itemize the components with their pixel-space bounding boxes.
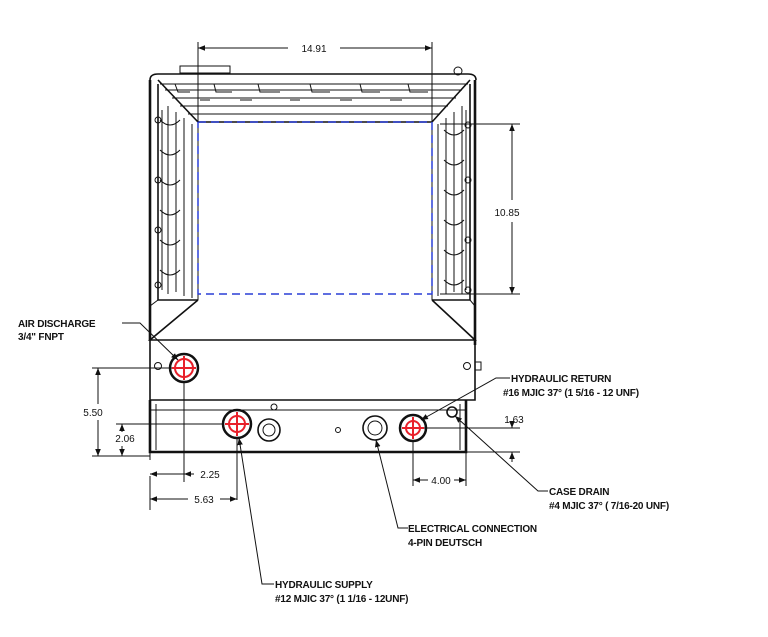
case-drain-port [446, 406, 458, 418]
svg-text:2.25: 2.25 [200, 470, 220, 481]
svg-text:1.63: 1.63 [504, 415, 524, 426]
hydraulic-return-port [398, 413, 428, 443]
dimension-supply-height: 2.06 [115, 423, 223, 456]
dimension-air-height: 5.50 [83, 367, 172, 457]
dimension-height: 10.85 [440, 123, 520, 295]
svg-text:10.85: 10.85 [494, 208, 519, 219]
svg-text:5.63: 5.63 [194, 495, 214, 506]
callout-air-discharge: AIR DISCHARGE 3/4" FNPT [18, 319, 179, 361]
air-discharge-port [168, 352, 200, 384]
svg-text:4.00: 4.00 [431, 476, 451, 487]
svg-text:HYDRAULIC RETURN: HYDRAULIC RETURN [511, 374, 611, 385]
svg-text:CASE DRAIN: CASE DRAIN [549, 487, 609, 498]
svg-text:2.06: 2.06 [115, 434, 135, 445]
dimension-supply-offset: 2.25 [149, 382, 238, 510]
supply-plug [257, 418, 281, 442]
svg-text:ELECTRICAL CONNECTION: ELECTRICAL CONNECTION [408, 524, 537, 535]
svg-text:#16 MJIC 37° (1 5/16 - 12 UNF): #16 MJIC 37° (1 5/16 - 12 UNF) [503, 388, 639, 399]
dimension-return-height: 1.63 [424, 415, 524, 462]
svg-text:AIR DISCHARGE: AIR DISCHARGE [18, 319, 96, 330]
svg-text:5.50: 5.50 [83, 408, 103, 419]
dimension-return-spacing: 4.00 [412, 441, 467, 487]
callout-case-drain: CASE DRAIN #4 MJIC 37° ( 7/16-20 UNF) [454, 415, 669, 512]
svg-text:14.91: 14.91 [301, 44, 326, 55]
hydraulic-supply-port [221, 408, 253, 440]
svg-text:#12 MJIC 37° (1 1/16 - 12UNF): #12 MJIC 37° (1 1/16 - 12UNF) [275, 594, 408, 605]
svg-text:3/4" FNPT: 3/4" FNPT [18, 332, 64, 343]
hidden-outline [197, 121, 433, 295]
dimension-width: 14.91 [197, 42, 433, 122]
svg-text:4-PIN DEUTSCH: 4-PIN DEUTSCH [408, 538, 482, 549]
callout-electrical-connection: ELECTRICAL CONNECTION 4-PIN DEUTSCH [374, 439, 537, 549]
callout-hydraulic-return: HYDRAULIC RETURN #16 MJIC 37° (1 5/16 - … [420, 374, 639, 421]
electrical-connector [362, 415, 388, 441]
callout-hydraulic-supply: HYDRAULIC SUPPLY #12 MJIC 37° (1 1/16 - … [237, 437, 408, 605]
svg-text:#4 MJIC 37° ( 7/16-20 UNF): #4 MJIC 37° ( 7/16-20 UNF) [549, 501, 669, 512]
dimension-elec-offset: 5.63 [150, 495, 237, 506]
svg-text:HYDRAULIC SUPPLY: HYDRAULIC SUPPLY [275, 580, 373, 591]
